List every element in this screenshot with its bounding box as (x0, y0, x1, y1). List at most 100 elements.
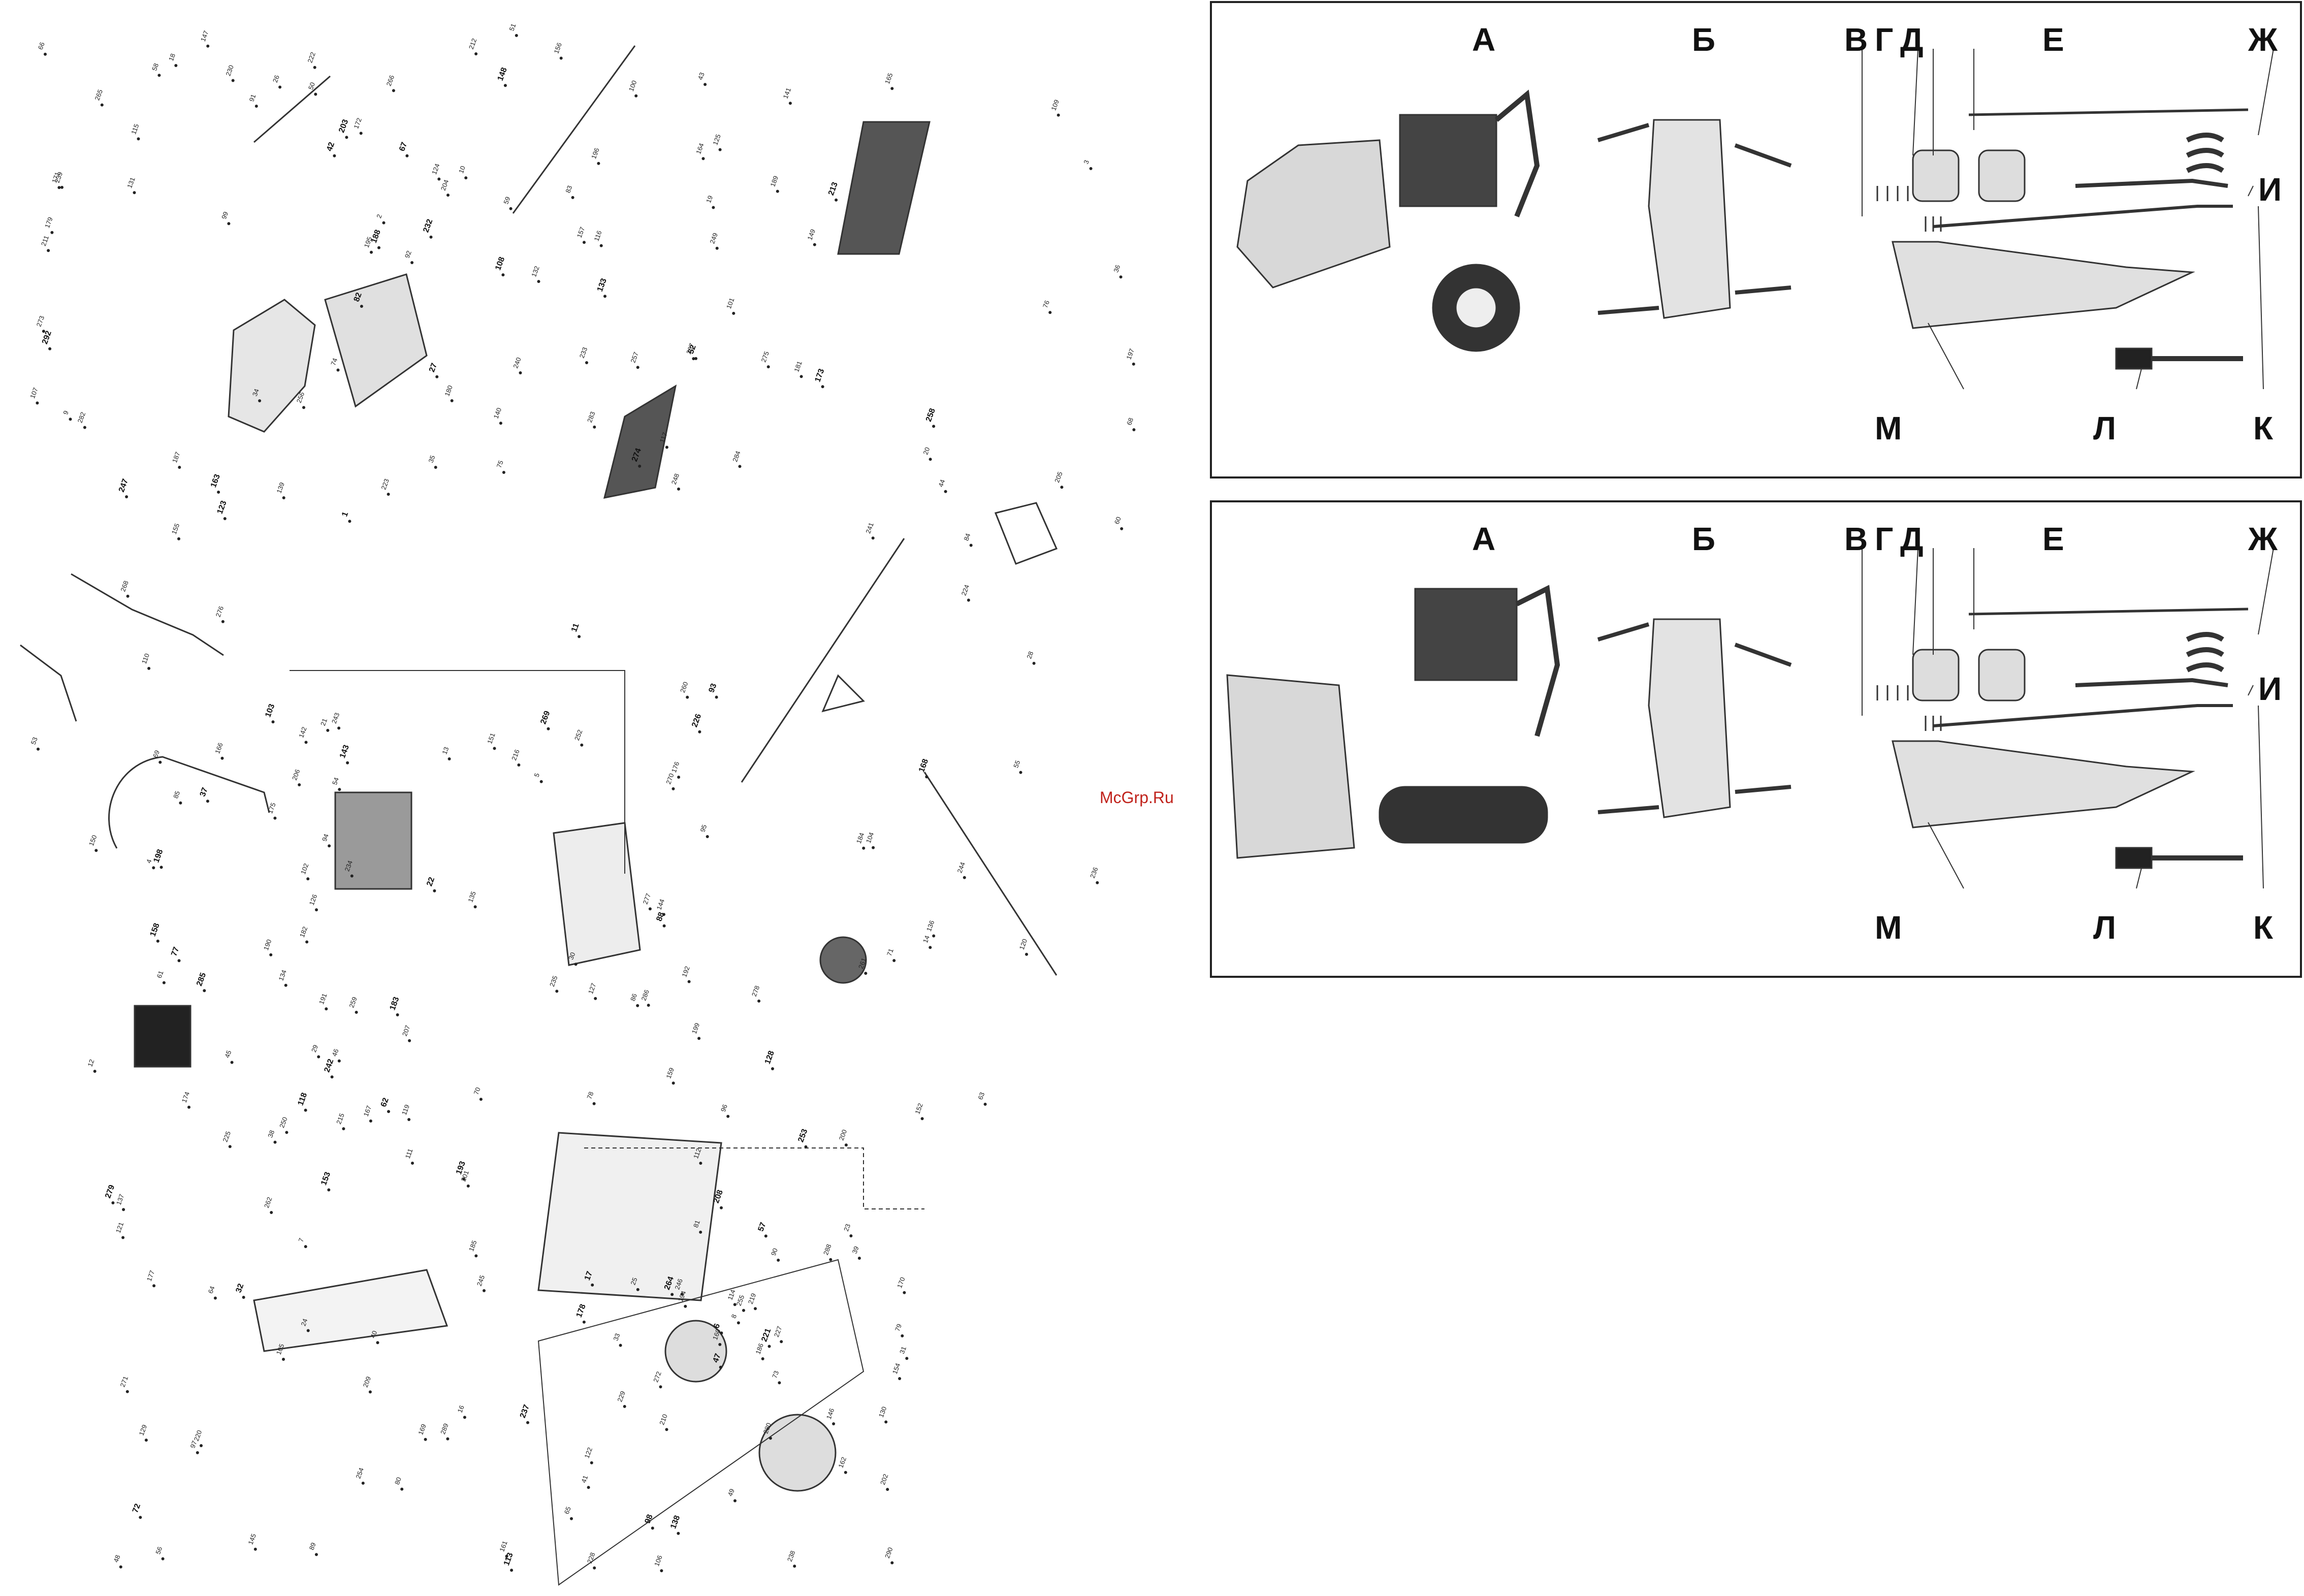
part-number-56: 56 (154, 1546, 164, 1555)
part-number-88: 88 (655, 911, 666, 922)
part-marker (338, 788, 341, 791)
belt-1 (994, 502, 1058, 565)
part-number-135: 135 (466, 890, 477, 904)
part-number-1: 1 (340, 510, 350, 518)
engine (1399, 114, 1497, 207)
part-marker (929, 946, 932, 949)
part-marker (152, 866, 155, 870)
part-number-242: 242 (323, 1058, 335, 1073)
part-marker (325, 1007, 328, 1011)
part-number-153: 153 (319, 1171, 332, 1187)
part-number-54: 54 (331, 776, 340, 786)
part-marker (547, 727, 550, 730)
part-marker (242, 1296, 245, 1299)
part-number-51: 51 (508, 22, 518, 32)
part-marker (680, 1292, 684, 1296)
part-number-204: 204 (439, 179, 451, 192)
part-marker (314, 1553, 318, 1556)
part-marker (284, 983, 287, 987)
part-marker (187, 1105, 190, 1109)
part-number-109: 109 (1049, 99, 1061, 112)
part-number-133: 133 (596, 277, 609, 293)
part-marker (591, 1283, 594, 1287)
part-marker (670, 1293, 674, 1296)
part-marker (493, 747, 496, 750)
part-marker (161, 1557, 165, 1560)
part-marker (886, 1488, 889, 1491)
part-number-261: 261 (857, 957, 868, 970)
part-number-226: 226 (690, 713, 703, 728)
part-number-237: 237 (519, 1403, 531, 1419)
part-number-144: 144 (655, 898, 666, 911)
part-number-34: 34 (251, 388, 261, 397)
part-marker (298, 783, 301, 786)
part-number-271: 271 (119, 1375, 130, 1388)
part-number-183: 183 (388, 996, 401, 1011)
part-number-115: 115 (130, 123, 140, 136)
part-marker (223, 517, 227, 520)
part-number-227: 227 (773, 1325, 784, 1338)
part-marker (408, 1039, 411, 1042)
part-number-32: 32 (234, 1283, 245, 1294)
label-m: М (1875, 909, 1902, 946)
part-marker (177, 959, 181, 963)
part-marker (327, 1188, 331, 1192)
part-marker (905, 1357, 909, 1360)
part-marker (69, 418, 72, 421)
part-marker (738, 465, 742, 468)
part-number-60: 60 (1113, 516, 1123, 525)
part-number-112: 112 (692, 1147, 702, 1160)
part-marker (582, 1320, 586, 1324)
control-rod-3 (741, 538, 905, 783)
part-marker (156, 939, 159, 943)
part-marker (273, 1140, 277, 1144)
part-marker (793, 1565, 796, 1568)
part-number-268: 268 (119, 580, 130, 593)
part-marker (636, 1288, 639, 1291)
part-marker (502, 471, 505, 474)
part-number-182: 182 (298, 925, 309, 939)
part-marker (1089, 167, 1093, 170)
part-marker (539, 780, 543, 783)
part-marker (369, 1119, 372, 1123)
part-number-118: 118 (296, 1092, 309, 1107)
part-number-132: 132 (530, 265, 541, 278)
part-number-85: 85 (172, 790, 181, 800)
part-number-113: 113 (502, 1551, 515, 1567)
part-number-14: 14 (921, 935, 931, 944)
control-rod (1968, 108, 2249, 116)
part-marker (515, 34, 518, 37)
part-marker (821, 385, 824, 389)
part-marker (60, 185, 63, 189)
part-marker (737, 1321, 740, 1325)
part-number-213: 213 (827, 181, 840, 197)
part-number-61: 61 (155, 970, 165, 979)
part-number-7: 7 (297, 1237, 305, 1243)
part-number-9: 9 (61, 409, 70, 416)
part-number-90: 90 (770, 1247, 779, 1257)
handle-bar (108, 756, 270, 849)
control-rod-1 (253, 75, 331, 143)
part-marker (555, 989, 559, 993)
part-marker (925, 775, 929, 779)
part-marker (697, 1037, 701, 1040)
part-marker (1048, 311, 1052, 314)
part-number-67: 67 (398, 141, 409, 153)
impeller-disc-1 (664, 1320, 727, 1383)
part-marker (122, 1208, 125, 1211)
part-number-45: 45 (223, 1049, 233, 1059)
part-number-220: 220 (193, 1429, 204, 1443)
part-number-150: 150 (87, 834, 99, 847)
part-marker (638, 464, 642, 468)
part-number-235: 235 (548, 975, 559, 988)
part-number-195: 195 (363, 236, 374, 249)
leader-box-2 (584, 1147, 924, 1209)
part-number-46: 46 (331, 1048, 340, 1058)
part-number-125: 125 (711, 133, 722, 146)
part-number-131: 131 (125, 176, 137, 189)
part-marker (94, 849, 98, 852)
part-marker (603, 295, 606, 298)
part-number-152: 152 (913, 1102, 924, 1115)
part-marker (270, 1211, 273, 1214)
part-marker (659, 1385, 662, 1389)
